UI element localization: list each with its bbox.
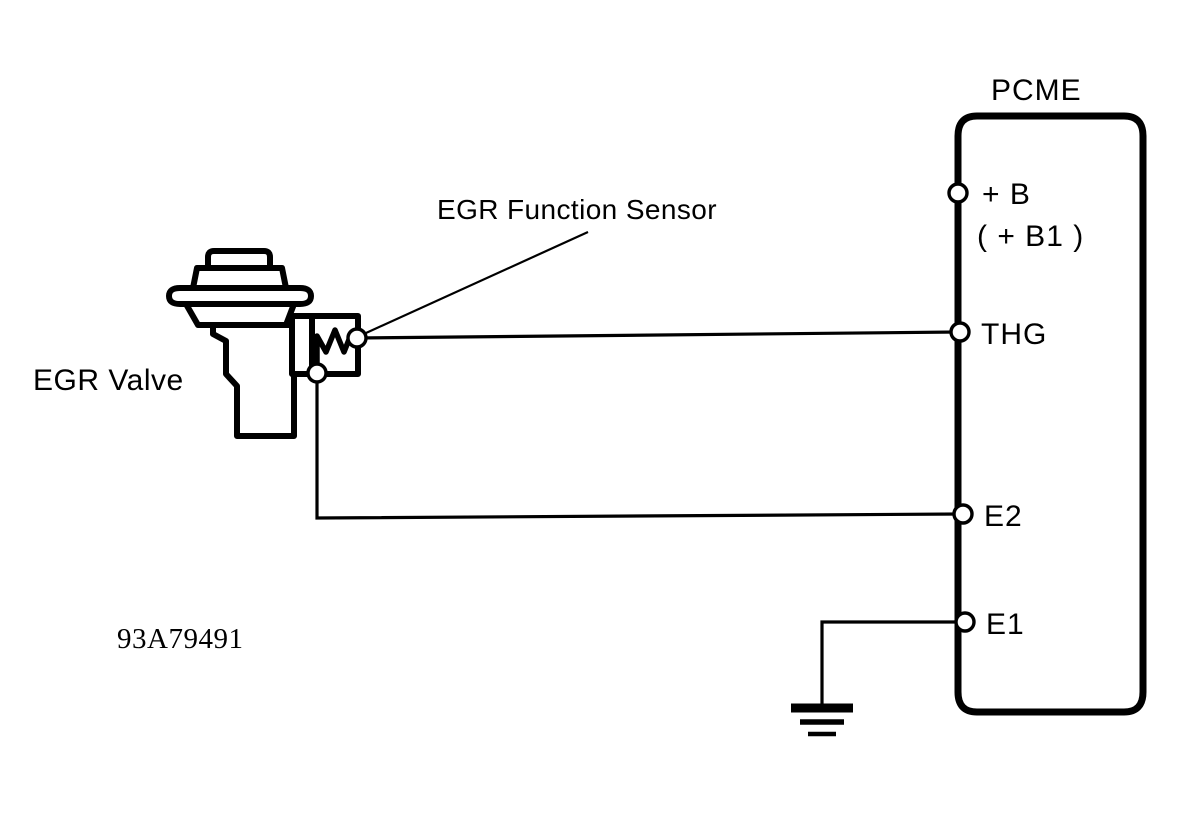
terminal-label-plus-b1: ( + B1 ) bbox=[977, 220, 1084, 253]
terminal-dot-e1[interactable] bbox=[954, 611, 976, 633]
terminal-dot-sensor-ground[interactable] bbox=[306, 362, 328, 384]
e2-wire bbox=[315, 374, 962, 520]
egr-valve-label: EGR Valve bbox=[33, 364, 184, 397]
e1-ground-wire bbox=[820, 620, 963, 707]
terminal-dot-sensor-signal[interactable] bbox=[346, 327, 368, 349]
egr-valve-body bbox=[166, 248, 314, 439]
egr-valve-diaphragm-flange bbox=[166, 285, 314, 307]
egr-valve-taper bbox=[183, 301, 297, 328]
terminal-label-e1: E1 bbox=[986, 608, 1025, 641]
egr-valve-stem bbox=[210, 322, 297, 439]
pcme-module bbox=[954, 112, 1147, 716]
ground-symbol bbox=[791, 703, 853, 737]
pcme-label: PCME bbox=[991, 74, 1082, 107]
terminal-dot-thg[interactable] bbox=[949, 321, 971, 343]
terminal-dot-e2[interactable] bbox=[952, 503, 974, 525]
pcme-box-outline bbox=[954, 112, 1147, 716]
terminal-label-thg: THG bbox=[981, 318, 1047, 351]
terminal-label-plus-b: + B bbox=[982, 178, 1031, 211]
wiring bbox=[315, 330, 963, 737]
egr-function-sensor bbox=[289, 313, 361, 377]
egr-function-sensor-label: EGR Function Sensor bbox=[437, 194, 717, 225]
terminal-dots bbox=[306, 182, 976, 633]
part-number-label: 93A79491 bbox=[117, 623, 243, 655]
thg-wire bbox=[356, 330, 959, 340]
terminal-dot-plus-b[interactable] bbox=[947, 182, 969, 204]
sensor-leader-line bbox=[365, 230, 589, 335]
terminal-label-e2: E2 bbox=[984, 500, 1023, 533]
